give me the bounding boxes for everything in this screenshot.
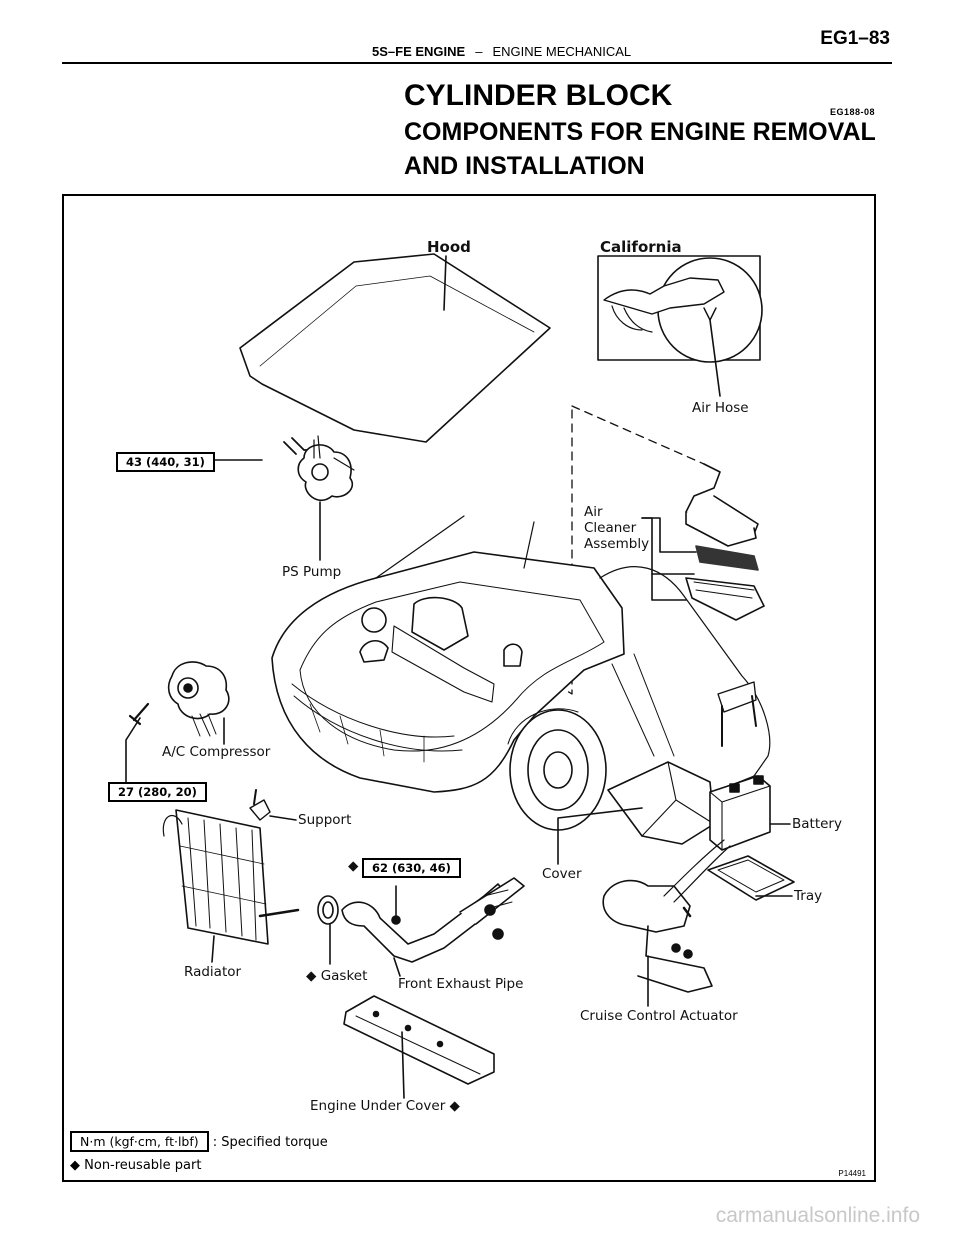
support-leader [269, 815, 297, 821]
radiator-label: Radiator [184, 964, 242, 980]
ac-compressor-torque-box: 27 (280, 20) [108, 782, 207, 802]
non-reusable-mark: ◆ [449, 1098, 460, 1114]
ps-pump-torque-box: 43 (440, 31) [116, 452, 215, 472]
under-cover-leader [401, 1031, 405, 1099]
ac-compressor-label: A/C Compressor [162, 744, 271, 760]
page-title: CYLINDER BLOCK [404, 79, 673, 112]
gasket-label: ◆ Gasket [306, 968, 368, 984]
watermark: carmanualsonline.info [715, 1204, 920, 1227]
cruise-control-actuator-label: Cruise Control Actuator [580, 1008, 738, 1024]
page-number: EG1–83 [820, 28, 890, 49]
non-reusable-mark: ◆ [348, 858, 359, 874]
legend-torque: N·m (kgf·cm, ft·lbf) : Specified torque [70, 1131, 328, 1152]
radiator-leader [211, 935, 215, 963]
figure-code: P14491 [838, 1169, 866, 1178]
document-code: EG188-08 [830, 107, 876, 117]
front-exhaust-pipe-label: Front Exhaust Pipe [398, 976, 524, 992]
cruise-control-actuator-drawing [602, 879, 691, 933]
tray-label: Tray [794, 888, 823, 904]
legend-unit-box: N·m (kgf·cm, ft·lbf) [70, 1131, 209, 1152]
tray-drawing [707, 855, 795, 901]
front-exhaust-pipe-drawing [341, 883, 507, 963]
non-reusable-mark: ◆ [70, 1158, 80, 1173]
cover-drawing [607, 761, 715, 845]
component-diagram: Hood California Air Hose Air Cleaner Ass… [62, 194, 876, 1182]
hood-drawing [239, 253, 551, 443]
ps-pump-label: PS Pump [282, 564, 342, 580]
hood-label: Hood [427, 238, 471, 256]
air-hose-leader [709, 319, 721, 397]
section-title: 5S–FE ENGINE–ENGINE MECHANICAL [372, 44, 632, 59]
battery-label: Battery [792, 816, 842, 832]
battery-drawing [709, 775, 771, 851]
ac-torque-leader [125, 717, 141, 783]
engine-under-cover-drawing [343, 995, 495, 1085]
diagram-drawing [125, 253, 795, 1099]
exhaust-leader [393, 957, 401, 977]
cover-leader [557, 807, 643, 865]
legend-torque-text: : Specified torque [212, 1135, 328, 1150]
cover-label: Cover [542, 866, 582, 882]
non-reusable-mark: ◆ [306, 968, 317, 984]
engine-under-cover-label: Engine Under Cover ◆ [310, 1098, 460, 1114]
subtitle-line-2: AND INSTALLATION [404, 152, 645, 180]
legend-non-reusable: ◆ Non-reusable part [70, 1158, 201, 1173]
hood-leader [443, 255, 447, 311]
subtitle-line-1: COMPONENTS FOR ENGINE REMOVAL [404, 118, 876, 146]
radiator-drawing [175, 809, 269, 945]
page-header: 5S–FE ENGINE–ENGINE MECHANICAL EG1–83 [62, 22, 892, 64]
air-cleaner-label-2: Cleaner [584, 520, 637, 536]
title-block: CYLINDER BLOCK COMPONENTS FOR ENGINE REM… [404, 78, 904, 182]
california-label: California [600, 238, 682, 256]
air-hose-label: Air Hose [692, 400, 749, 416]
car-body [271, 551, 625, 793]
exhaust-torque-box: 62 (630, 46) [362, 858, 461, 878]
air-cleaner-label-3: Assembly [584, 536, 650, 552]
air-cleaner-label-1: Air [584, 504, 603, 520]
support-label: Support [298, 812, 352, 828]
legend-non-reusable-text: Non-reusable part [84, 1158, 202, 1173]
